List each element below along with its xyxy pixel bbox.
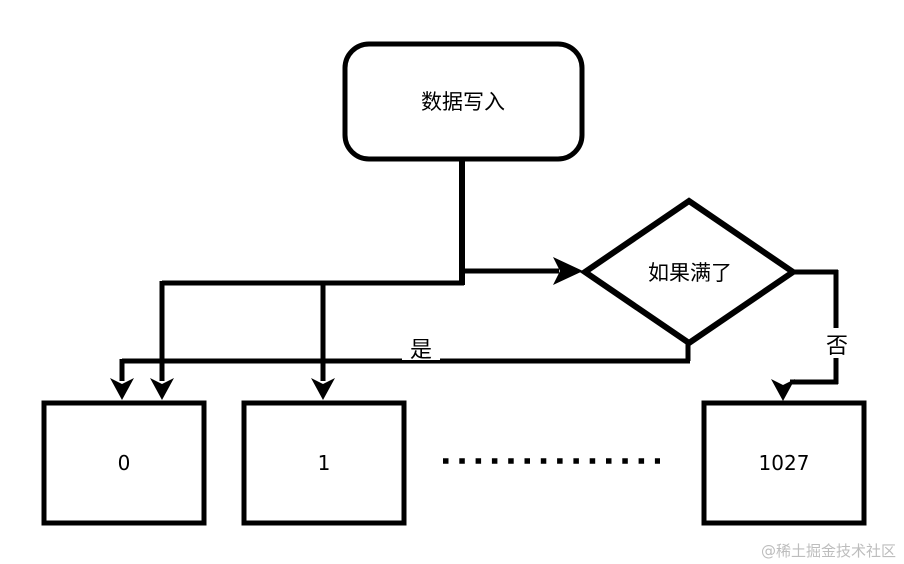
node-start-label: 数据写入 — [421, 90, 505, 114]
node-start-shape — [342, 41, 585, 162]
yes-label-mask — [402, 333, 440, 360]
arrowhead-into-decision-icon — [553, 257, 583, 285]
arrowhead-buffer1-icon — [311, 378, 335, 400]
arrowhead-yes-into-buffer0-icon — [110, 378, 134, 400]
node-buffer1027-label: 1027 — [759, 451, 810, 475]
edge-label-no: 否 — [826, 334, 848, 359]
node-decision-shape — [579, 197, 799, 347]
node-buffer0-label: 0 — [118, 451, 131, 475]
node-buffer1027-shape — [701, 400, 867, 526]
node-buffer0-shape — [41, 400, 207, 526]
arrowhead-no-into-buffer1027-icon — [771, 379, 795, 401]
watermark-text: @稀土掘金技术社区 — [761, 542, 896, 560]
node-decision-label: 如果满了 — [648, 261, 732, 285]
no-label-mask — [818, 328, 854, 358]
arrowhead-buffer0-write-icon — [150, 378, 174, 400]
edge-label-yes: 是 — [410, 338, 432, 363]
node-buffer1-label: 1 — [318, 451, 331, 475]
node-buffer1-shape — [241, 400, 407, 526]
